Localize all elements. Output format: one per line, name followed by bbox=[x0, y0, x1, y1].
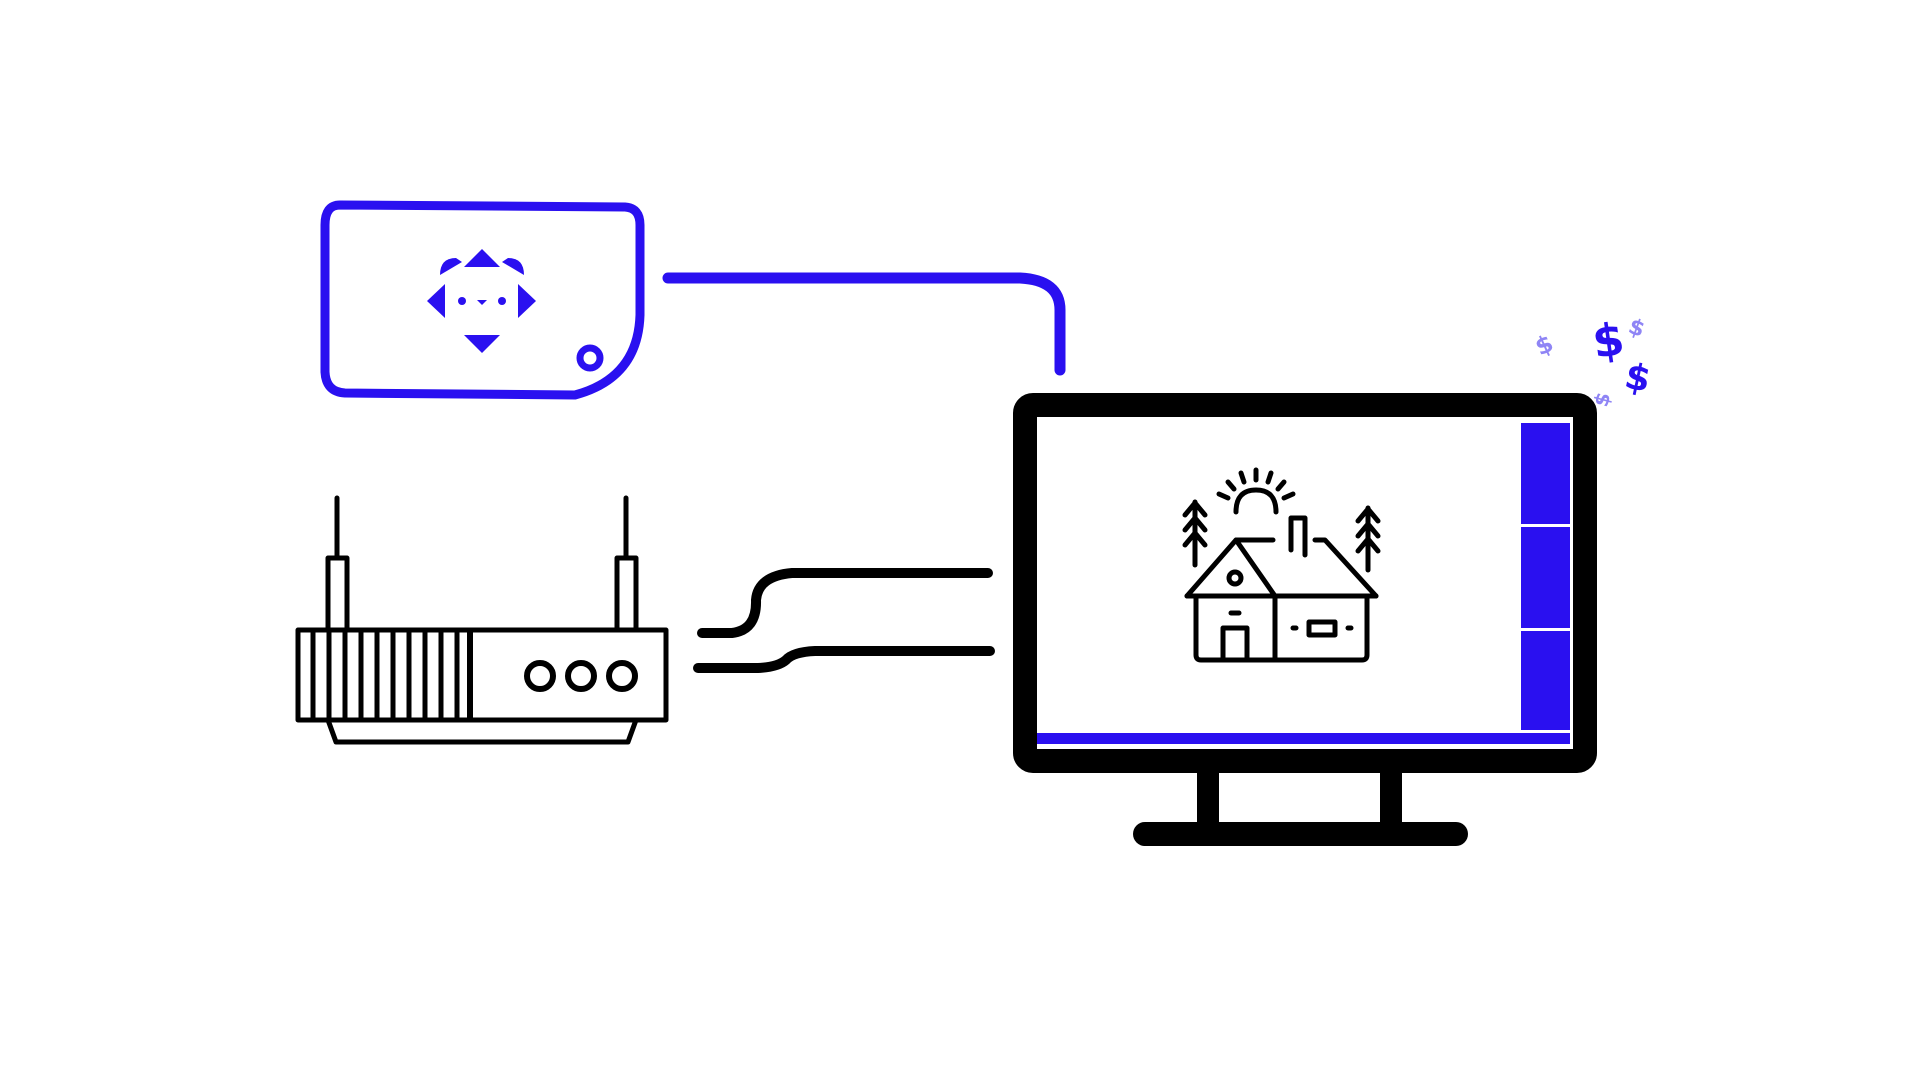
television-icon bbox=[1013, 393, 1597, 846]
house-landscape-icon bbox=[1182, 467, 1381, 663]
tv-stand-left-leg bbox=[1197, 767, 1219, 827]
hdmi-cable-line bbox=[662, 272, 1066, 376]
ethernet-cable-line bbox=[693, 646, 995, 673]
wifi-router-icon bbox=[295, 495, 669, 745]
money-icons: $ $ $ $ $ bbox=[1531, 312, 1654, 409]
tv-frame bbox=[1013, 393, 1597, 773]
tv-sidebar-tile bbox=[1521, 423, 1570, 524]
tv-sidebar-tile bbox=[1521, 631, 1570, 730]
dollar-sign-icon: $ bbox=[1625, 314, 1648, 343]
ethernet-cable-line bbox=[697, 568, 993, 638]
dollar-sign-icon: $ bbox=[1589, 312, 1627, 369]
tv-bottom-bar bbox=[1037, 733, 1570, 744]
dollar-sign-icon: $ bbox=[1531, 329, 1558, 361]
dpad-icon bbox=[427, 249, 536, 353]
dollar-sign-icon: $ bbox=[1589, 390, 1616, 410]
tv-stand-right-leg bbox=[1380, 767, 1402, 827]
tv-sidebar-tile bbox=[1521, 527, 1570, 628]
power-led-icon bbox=[576, 344, 604, 372]
streaming-box-icon bbox=[320, 200, 645, 400]
